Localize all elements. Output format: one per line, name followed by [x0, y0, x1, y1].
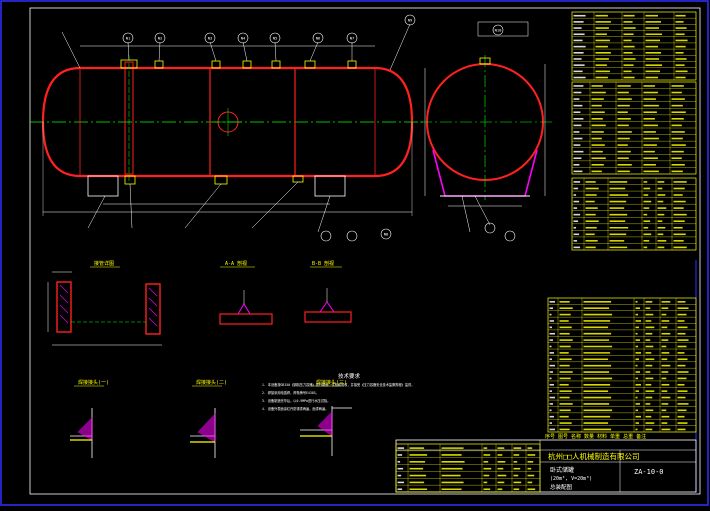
technical-notes: 技术要求 1. 本设备按GB150《钢制压力容器》进行制造、试验和验收，并接受《…: [262, 372, 414, 411]
drawing-type: 总装配图: [550, 483, 573, 491]
callout-label: N3: [208, 36, 213, 41]
notes-line-4: 4. 设备外表面涂红丹防锈漆两遍，面漆两遍。: [262, 406, 328, 411]
product-spec: (20m³, V=20m³): [550, 476, 592, 482]
callout-label: N5: [273, 36, 278, 41]
callout-N5: N5: [269, 32, 281, 44]
callout-label: N4: [241, 36, 246, 41]
end-view-tag-box: [477, 21, 529, 37]
detail-nozzle-title: 接管详图: [94, 260, 114, 267]
callout-N7: N7: [346, 32, 358, 44]
company-name: 杭州□□人机械制造有限公司: [548, 451, 640, 461]
callout-N2: N2: [154, 32, 166, 44]
title-label-row: 序号 图号 名称 数量 材料 单重 总重 备注: [545, 433, 646, 440]
weld-2-fillet: [197, 412, 216, 443]
product-name: 卧式储罐: [550, 466, 574, 474]
saddle-right: [314, 175, 346, 197]
callout-N3: N3: [204, 32, 216, 44]
notes-line-2: 2. 焊接采用电弧焊，焊条牌号E4303。: [262, 390, 319, 395]
section-a-weld: [237, 303, 251, 315]
table-frame: [547, 297, 697, 433]
weld-detail-1: 焊接接头(一): [70, 379, 109, 458]
weld-3-fillet: [317, 411, 333, 437]
inner-frame: [29, 7, 701, 495]
callout-N6: N6: [312, 32, 324, 44]
title-block-box: [395, 439, 697, 493]
weld-1-fillet: [77, 417, 93, 441]
drawing-number: ZA-10-0: [634, 468, 664, 476]
section-b-title: B-B 剖视: [312, 260, 334, 267]
detail-flange-right: [145, 283, 161, 335]
callout-N1: N1: [122, 32, 134, 44]
vessel-end-view: [420, 55, 552, 233]
callout-label: N8: [384, 232, 389, 237]
notes-line-1: 1. 本设备按GB150《钢制压力容器》进行制造、试验和验收，并接受《压力容器安…: [262, 382, 414, 387]
section-a-plate: [219, 313, 273, 325]
callout-lower: [504, 230, 516, 242]
callout-label: N9: [408, 18, 413, 23]
callout-N10: N10: [492, 24, 504, 36]
bottom-nozzle-2: [214, 175, 228, 185]
detail-flange-left: [56, 281, 72, 333]
weld-3-title: 焊接接头(三): [316, 379, 347, 386]
detail-nozzle: 接管详图: [47, 260, 162, 346]
table-frame: [571, 177, 697, 251]
detail-hatch-right: [148, 287, 158, 327]
notes-title: 技术要求: [338, 372, 361, 380]
weld-detail-2: 焊接接头(二): [190, 379, 227, 458]
detail-section-b: B-B 剖视: [304, 260, 352, 323]
notes-line-3: 3. 设备制造完毕后，以0.9MPa进行水压试验。: [262, 398, 330, 403]
title-block: 序号 图号 名称 数量 材料 单重 总重 备注 杭州□□人机械制造有限公司 卧式…: [395, 433, 697, 493]
detail-section-a: A-A 剖视: [219, 260, 273, 325]
callout-label: N6: [316, 36, 321, 41]
callout-label: N2: [158, 36, 163, 41]
nozzle-table: [571, 81, 697, 251]
table-frame: [571, 11, 697, 81]
section-b-plate: [304, 311, 352, 323]
internal-pipe: [124, 61, 134, 175]
callout-N4: N4: [237, 32, 249, 44]
vessel-front-view: [30, 23, 426, 233]
weld-2-title: 焊接接头(二): [196, 379, 227, 386]
section-b-weld: [319, 301, 335, 313]
end-leader: [461, 195, 491, 233]
callout-lower: [484, 222, 496, 234]
callout-label: N10: [495, 28, 503, 33]
callout-lower: [346, 230, 358, 242]
detail-hatch-left: [59, 284, 69, 324]
end-view-top-nozzle: [479, 57, 491, 65]
bill-of-materials: [547, 297, 697, 433]
callout-N8: N8: [380, 228, 392, 240]
weld-1-title: 焊接接头(一): [78, 379, 109, 386]
weld-detail-3: 焊接接头(三): [300, 379, 352, 456]
callout-N9: N9: [404, 14, 416, 26]
callout-label: N1: [126, 36, 131, 41]
design-data-table: [571, 11, 697, 81]
leader-lines: [61, 23, 411, 233]
callout-lower: [320, 230, 332, 242]
parts-list-left: [395, 443, 541, 493]
callout-label: N7: [350, 36, 355, 41]
saddle-left: [87, 175, 119, 197]
bottom-nozzle-1: [124, 175, 136, 185]
table-frame: [395, 443, 541, 493]
section-a-title: A-A 剖视: [225, 260, 247, 267]
